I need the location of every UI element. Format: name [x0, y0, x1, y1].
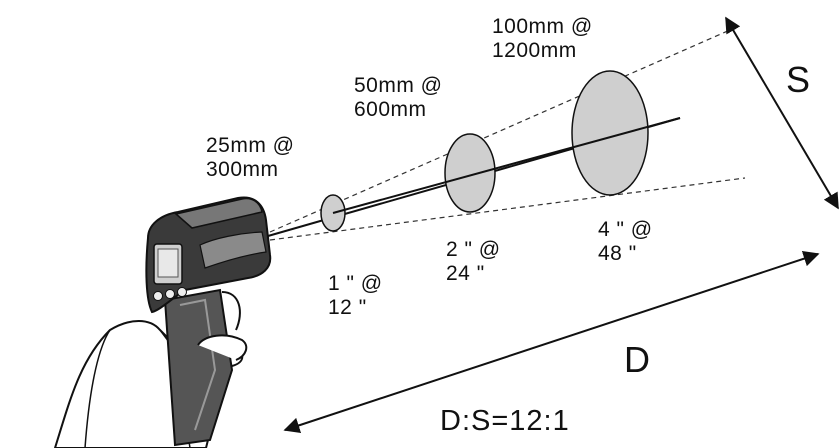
- spot-2-metric-label: 50mm @ 600mm: [354, 74, 443, 121]
- spot-2-imperial-label: 2 " @ 24 ": [446, 238, 501, 285]
- distance-to-spot-ratio: D:S=12:1: [440, 405, 570, 437]
- distance-label: D: [624, 339, 650, 380]
- distance-arrow: [283, 250, 820, 434]
- field-of-view-cone: [269, 29, 746, 241]
- spot-3-metric-label: 100mm @ 1200mm: [492, 15, 593, 62]
- spot-size-label: S: [786, 59, 811, 100]
- spot-size-arrow: [725, 16, 839, 210]
- spot-3-imperial-label: 4 " @ 48 ": [598, 218, 653, 265]
- spot-2: [444, 133, 496, 213]
- spot-1-metric-label: 25mm @ 300mm: [206, 134, 295, 181]
- infrared-thermometer-icon: [53, 196, 272, 448]
- spot-3: [571, 70, 649, 196]
- spot-1-imperial-label: 1 " @ 12 ": [328, 272, 383, 319]
